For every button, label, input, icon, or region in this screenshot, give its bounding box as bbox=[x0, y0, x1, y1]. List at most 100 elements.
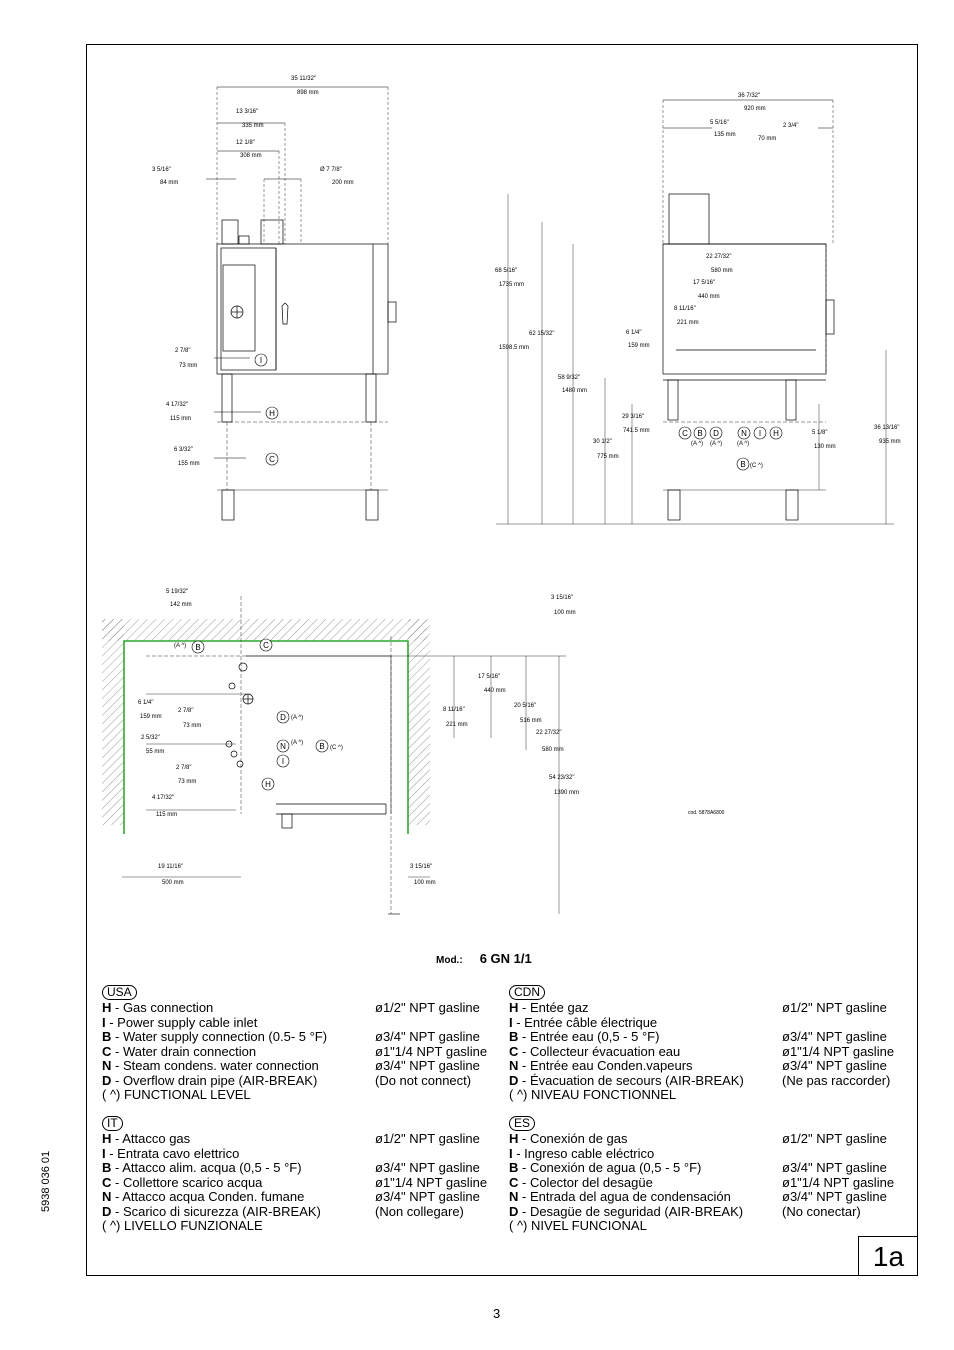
svg-text:62 15/32": 62 15/32" bbox=[529, 331, 555, 337]
svg-text:C: C bbox=[682, 429, 688, 438]
svg-text:68 5/16": 68 5/16" bbox=[495, 268, 517, 274]
svg-text:3 15/16": 3 15/16" bbox=[551, 595, 573, 601]
legend-row: ( ^) LIVELLO FUNZIONALE bbox=[102, 1218, 263, 1233]
svg-text:1598.5 mm: 1598.5 mm bbox=[499, 345, 529, 351]
svg-text:100 mm: 100 mm bbox=[414, 880, 436, 886]
svg-text:335 mm: 335 mm bbox=[242, 123, 264, 129]
svg-text:1480 mm: 1480 mm bbox=[562, 388, 587, 394]
marker-i: I bbox=[260, 356, 262, 365]
svg-text:(A ^): (A ^) bbox=[691, 441, 703, 447]
svg-text:(A ^): (A ^) bbox=[291, 715, 303, 721]
model-label: Mod.: 6 GN 1/1 bbox=[436, 951, 532, 966]
svg-text:55 mm: 55 mm bbox=[146, 749, 164, 755]
svg-text:D: D bbox=[280, 713, 286, 722]
legend-badge: IT bbox=[102, 1116, 123, 1131]
svg-text:200 mm: 200 mm bbox=[332, 180, 354, 186]
svg-text:Ø 7 7/8": Ø 7 7/8" bbox=[320, 167, 342, 173]
svg-text:17 5/16": 17 5/16" bbox=[693, 280, 715, 286]
svg-text:516 mm: 516 mm bbox=[520, 718, 542, 724]
legend-badge: USA bbox=[102, 985, 137, 1000]
legend-row: ( ^) NIVEL FUNCIONAL bbox=[509, 1218, 647, 1233]
side-view bbox=[496, 99, 894, 525]
svg-text:I: I bbox=[282, 757, 284, 766]
svg-text:3 15/16": 3 15/16" bbox=[410, 864, 432, 870]
svg-text:8 11/16": 8 11/16" bbox=[674, 306, 696, 312]
connection-markers: I H C C B D N I H B B C D N B I H bbox=[191, 353, 783, 791]
svg-text:2 5/32": 2 5/32" bbox=[141, 735, 160, 741]
svg-text:(C ^): (C ^) bbox=[330, 745, 343, 751]
marker-c: C bbox=[269, 455, 275, 464]
svg-text:159 mm: 159 mm bbox=[140, 714, 162, 720]
svg-text:142 mm: 142 mm bbox=[170, 602, 192, 608]
svg-text:4 17/32": 4 17/32" bbox=[166, 402, 188, 408]
dimension-labels: 35 11/32"898 mm 13 3/16"335 mm 12 1/8"30… bbox=[138, 76, 901, 886]
svg-text:70 mm: 70 mm bbox=[758, 136, 776, 142]
svg-text:N: N bbox=[741, 429, 747, 438]
svg-text:5 1/8": 5 1/8" bbox=[812, 430, 827, 436]
svg-text:440 mm: 440 mm bbox=[698, 294, 720, 300]
legend-row: B - Attacco alim. acqua (0,5 - 5 °F)ø3/4… bbox=[102, 1160, 480, 1175]
legend-badge: ES bbox=[509, 1116, 536, 1131]
svg-text:159 mm: 159 mm bbox=[628, 343, 650, 349]
functional-level-labels: (A ^) (A ^) (A ^) (C ^) (A ^) (A ^) (A ^… bbox=[174, 441, 763, 751]
svg-text:130 mm: 130 mm bbox=[814, 444, 836, 450]
svg-text:(A ^): (A ^) bbox=[710, 441, 722, 447]
svg-text:221 mm: 221 mm bbox=[677, 320, 699, 326]
svg-text:440 mm: 440 mm bbox=[484, 688, 506, 694]
svg-text:500 mm: 500 mm bbox=[162, 880, 184, 886]
svg-text:6 1/4": 6 1/4" bbox=[626, 330, 641, 336]
svg-text:6 3/32": 6 3/32" bbox=[174, 447, 193, 453]
front-view bbox=[206, 86, 397, 521]
svg-text:920 mm: 920 mm bbox=[744, 106, 766, 112]
svg-text:(A ^): (A ^) bbox=[291, 740, 303, 746]
svg-text:155 mm: 155 mm bbox=[178, 461, 200, 467]
svg-text:5 19/32": 5 19/32" bbox=[166, 589, 188, 595]
svg-text:1390 mm: 1390 mm bbox=[554, 790, 579, 796]
svg-text:115 mm: 115 mm bbox=[156, 812, 177, 818]
legend-row: I - Ingreso cable eléctrico bbox=[509, 1145, 655, 1161]
document-number: 5938 036 01 bbox=[40, 1150, 52, 1212]
svg-text:29 3/16": 29 3/16" bbox=[622, 414, 644, 420]
svg-text:12 1/8": 12 1/8" bbox=[236, 140, 255, 146]
svg-text:221 mm: 221 mm bbox=[446, 722, 468, 728]
svg-text:58 9/32": 58 9/32" bbox=[558, 375, 580, 381]
svg-text:2 7/8": 2 7/8" bbox=[175, 348, 190, 354]
svg-text:6 1/4": 6 1/4" bbox=[138, 700, 153, 706]
technical-drawings: I H C C B D N I H B B C D N B I H (A ^) … bbox=[102, 76, 901, 915]
svg-text:5 5/16": 5 5/16" bbox=[710, 120, 729, 126]
svg-text:35 11/32": 35 11/32" bbox=[291, 76, 316, 82]
svg-text:580 mm: 580 mm bbox=[711, 268, 733, 274]
svg-text:580 mm: 580 mm bbox=[542, 747, 564, 753]
svg-text:13 3/16": 13 3/16" bbox=[236, 109, 258, 115]
top-view bbox=[102, 596, 566, 915]
svg-text:84 mm: 84 mm bbox=[160, 180, 178, 186]
model-prefix: Mod.: bbox=[436, 955, 463, 966]
svg-text:B: B bbox=[195, 643, 200, 652]
svg-text:2 3/4": 2 3/4" bbox=[783, 123, 798, 129]
svg-text:H: H bbox=[773, 429, 779, 438]
svg-text:B: B bbox=[697, 429, 702, 438]
svg-text:19 11/16": 19 11/16" bbox=[158, 864, 183, 870]
legend-row: B - Entrée eau (0,5 - 5 °F)ø3/4" NPT gas… bbox=[509, 1029, 887, 1044]
svg-text:I: I bbox=[759, 429, 761, 438]
svg-text:100 mm: 100 mm bbox=[554, 610, 576, 616]
svg-text:(A ^): (A ^) bbox=[737, 441, 749, 447]
svg-text:898 mm: 898 mm bbox=[297, 90, 319, 96]
svg-text:935 mm: 935 mm bbox=[879, 439, 901, 445]
svg-text:1735 mm: 1735 mm bbox=[499, 282, 524, 288]
svg-text:22 27/32": 22 27/32" bbox=[536, 730, 562, 736]
svg-text:741.5 mm: 741.5 mm bbox=[623, 428, 650, 434]
